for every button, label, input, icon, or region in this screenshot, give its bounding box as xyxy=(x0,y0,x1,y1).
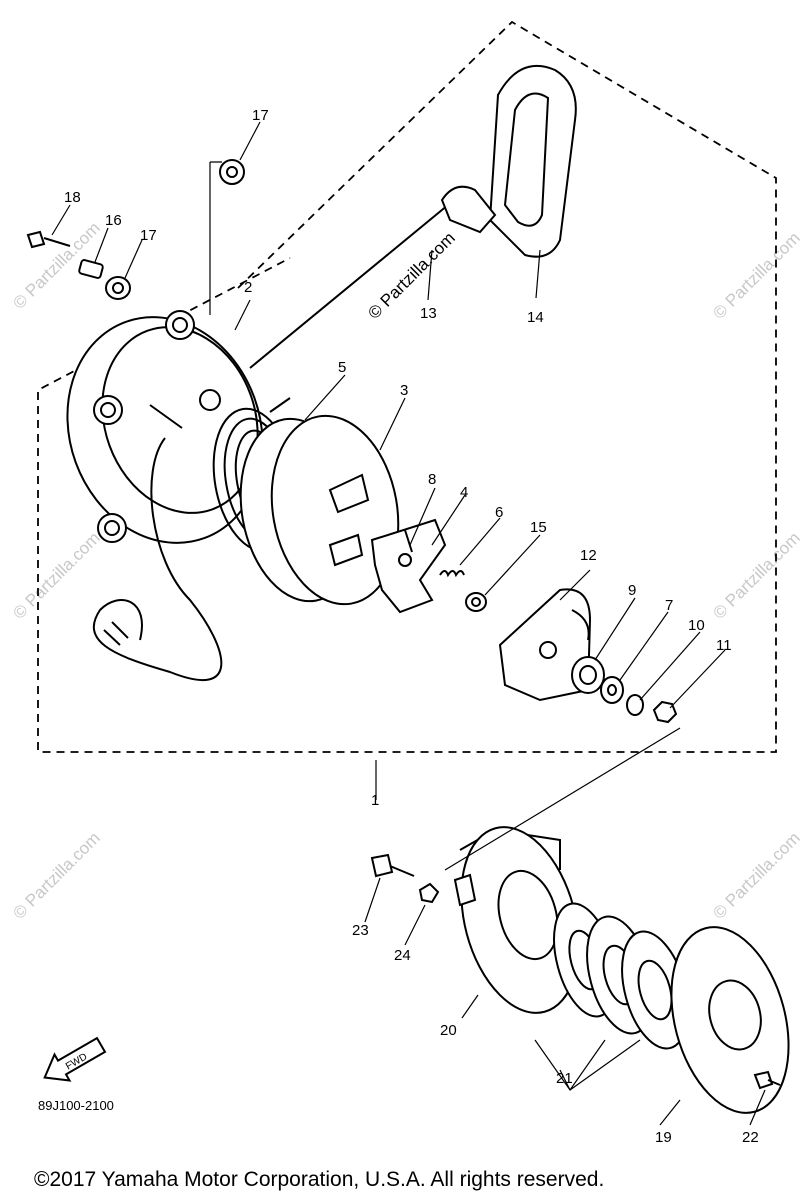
part-label: 18 xyxy=(64,189,81,206)
part-label: 23 xyxy=(352,922,369,939)
part-label: 3 xyxy=(400,382,408,399)
part-label: 9 xyxy=(628,582,636,599)
part-label: 21 xyxy=(556,1070,573,1087)
watermark: © Partzilla.com xyxy=(709,228,803,322)
part-label: 16 xyxy=(105,212,122,229)
part-label: 2 xyxy=(244,279,252,296)
part-label: 22 xyxy=(742,1129,759,1146)
part-lock-washer xyxy=(626,694,644,716)
part-label: 20 xyxy=(440,1022,457,1039)
diagram-code: 89J100-2100 xyxy=(38,1098,114,1113)
part-label: 17 xyxy=(252,107,269,124)
watermark: © Partzilla.com xyxy=(709,528,803,622)
part-label: 11 xyxy=(716,637,732,654)
part-label: 14 xyxy=(527,309,544,326)
part-bushing xyxy=(571,656,605,694)
part-grommet xyxy=(105,276,131,300)
part-housing xyxy=(66,310,264,544)
part-small-spring xyxy=(439,570,465,578)
part-nut xyxy=(418,882,440,904)
part-screw xyxy=(753,1070,781,1090)
part-label: 13 xyxy=(420,305,437,322)
part-bolt xyxy=(370,853,415,878)
part-label: 4 xyxy=(460,484,468,501)
part-guide-plate xyxy=(498,588,592,702)
part-reel-pulley xyxy=(239,414,400,606)
assembly-boundary xyxy=(37,20,777,753)
part-label: 5 xyxy=(338,359,346,376)
part-washer xyxy=(465,592,487,612)
part-label: 15 xyxy=(530,519,547,536)
part-starter-rope xyxy=(249,204,449,369)
part-label: 1 xyxy=(371,792,379,809)
watermark: © Partzilla.com xyxy=(709,828,803,922)
part-label: 19 xyxy=(655,1129,672,1146)
part-collar xyxy=(78,259,104,279)
watermark: © Partzilla.com xyxy=(9,528,103,622)
part-label: 12 xyxy=(580,547,597,564)
part-label: 24 xyxy=(394,947,411,964)
part-grommet xyxy=(219,159,245,185)
part-starter-drum xyxy=(453,826,580,1014)
part-label: 10 xyxy=(688,617,705,634)
part-flat-washer xyxy=(600,676,624,704)
watermark: © Partzilla.com xyxy=(364,228,458,322)
part-labels: 1 2 3 4 5 6 7 8 9 10 11 12 13 14 15 16 1… xyxy=(64,107,759,1146)
part-starter-handle xyxy=(440,65,577,258)
part-drive-plate xyxy=(670,926,790,1114)
part-label: 17 xyxy=(140,227,157,244)
part-cable xyxy=(93,437,223,682)
part-label: 7 xyxy=(665,597,673,614)
part-bolt xyxy=(26,230,71,249)
leader-lines xyxy=(51,121,766,1126)
forward-arrow-icon: FWD xyxy=(43,1036,107,1082)
watermark: © Partzilla.com xyxy=(9,828,103,922)
part-label: 6 xyxy=(495,504,503,521)
part-label: 8 xyxy=(428,471,436,488)
part-ratchet-pawl xyxy=(370,518,447,614)
copyright-notice: ©2017 Yamaha Motor Corporation, U.S.A. A… xyxy=(34,1168,604,1191)
